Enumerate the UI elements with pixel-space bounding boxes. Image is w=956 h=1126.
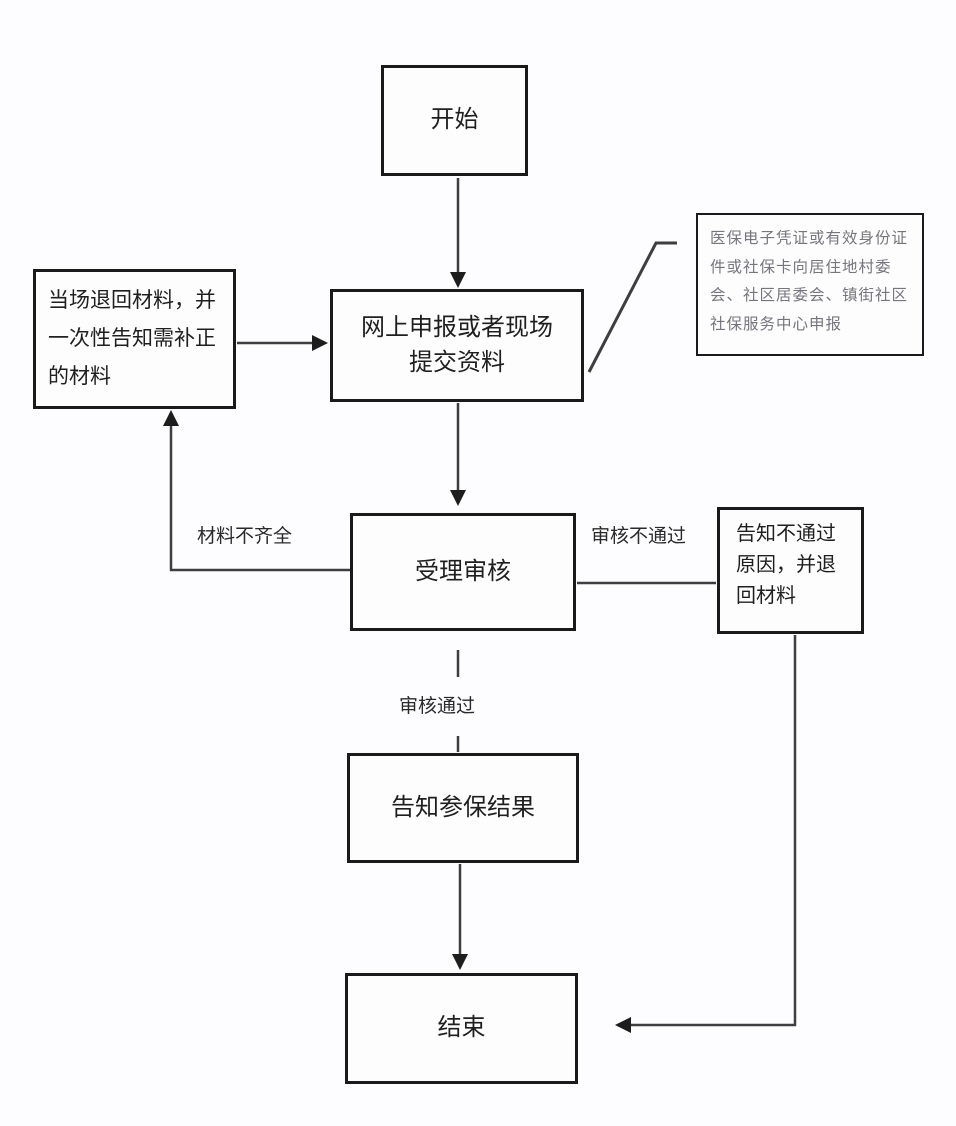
flow-node-reject-notice: 告知不通过原因，并退回材料 <box>717 507 864 634</box>
flow-node-reject-notice-label: 告知不通过原因，并退回材料 <box>736 523 836 607</box>
flow-node-end-label: 结束 <box>437 1014 486 1042</box>
flow-node-return-materials: 当场退回材料，并一次性告知需补正的材料 <box>33 269 236 409</box>
flow-node-notify-result-label: 告知参保结果 <box>391 793 535 821</box>
flow-node-notify-result: 告知参保结果 <box>347 753 579 863</box>
edge-reject-to-end <box>615 635 797 1033</box>
edge-start-to-submit <box>450 178 466 288</box>
flow-node-review-label: 受理审核 <box>415 557 511 585</box>
edge-label-review-passed: 审核通过 <box>399 696 476 717</box>
annotation-callout-line <box>587 241 677 373</box>
edge-submit-to-review <box>450 403 466 506</box>
flow-node-start: 开始 <box>381 65 528 176</box>
flow-node-submit-materials: 网上申报或者现场提交资料 <box>330 289 584 402</box>
annotation-note: 医保电子凭证或有效身份证件或社保卡向居住地村委会、社区居委会、镇街社区社保服务中… <box>696 213 924 356</box>
flow-node-submit-materials-label: 网上申报或者现场提交资料 <box>361 313 553 376</box>
annotation-note-text: 医保电子凭证或有效身份证件或社保卡向居住地村委会、社区居委会、镇街社区社保服务中… <box>710 230 909 334</box>
flow-node-end: 结束 <box>345 973 578 1084</box>
flow-node-start-label: 开始 <box>430 106 479 134</box>
edge-return-to-submit <box>237 335 328 351</box>
edge-label-materials-incomplete: 材料不齐全 <box>197 526 293 547</box>
edge-label-review-failed: 审核不通过 <box>591 526 687 547</box>
flow-node-return-materials-label: 当场退回材料，并一次性告知需补正的材料 <box>48 289 216 388</box>
edge-notify-to-end <box>452 864 468 970</box>
flow-node-review: 受理审核 <box>350 513 576 631</box>
